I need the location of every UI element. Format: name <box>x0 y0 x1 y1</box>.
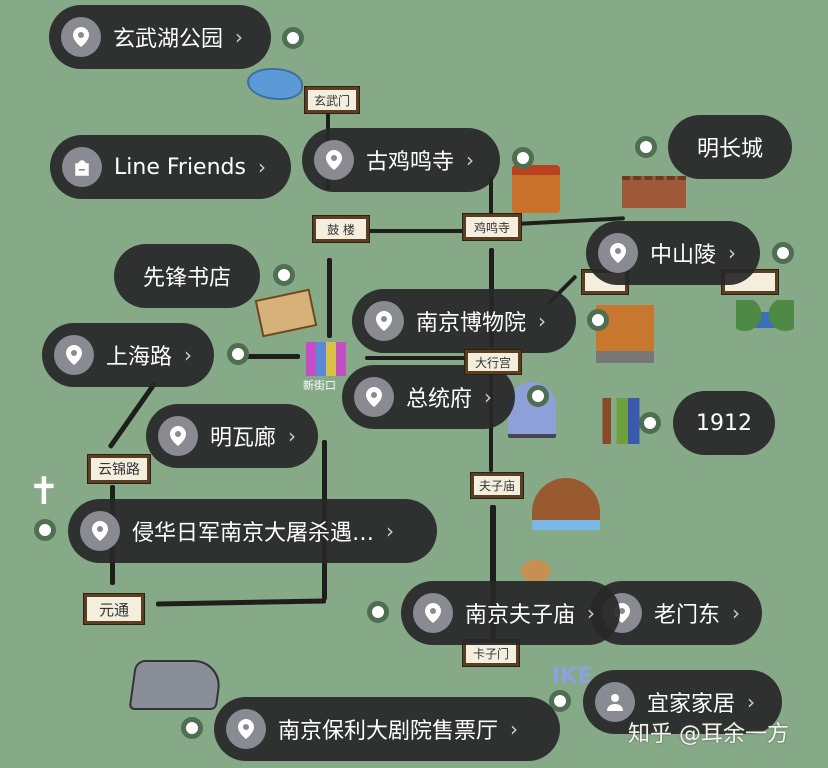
place-label: Line Friends <box>114 154 246 180</box>
place-mingwalang[interactable]: 明瓦廊 › <box>146 404 318 468</box>
road-label-gulou: 鼓 楼 <box>313 216 369 242</box>
pin-icon <box>413 593 453 633</box>
place-label: 南京夫子庙 <box>465 603 576 628</box>
road-label-daxinggong: 大行宫 <box>465 350 521 374</box>
chevron-right-icon: › <box>587 601 596 625</box>
location-dot[interactable] <box>34 519 56 541</box>
watermark: 知乎 @耳余一方 <box>628 722 789 747</box>
place-label: 古鸡鸣寺 <box>366 150 455 175</box>
road-label-jimingsi: 鸡鸣寺 <box>463 214 521 240</box>
place-label: 玄武湖公园 <box>113 27 224 52</box>
pin-icon <box>158 416 198 456</box>
chevron-right-icon: › <box>386 519 395 543</box>
pin-icon <box>364 301 404 341</box>
chevron-right-icon: › <box>288 424 297 448</box>
place-nanjing-museum[interactable]: 南京博物院 › <box>352 289 576 353</box>
buildings-illustration <box>306 342 346 376</box>
ikea-sign: IKE <box>552 664 593 689</box>
chevron-right-icon: › <box>510 717 519 741</box>
road <box>368 229 464 233</box>
place-label: 1912 <box>696 410 752 436</box>
pin-icon <box>598 233 638 273</box>
road <box>244 354 300 359</box>
chevron-right-icon: › <box>484 385 493 409</box>
road <box>155 598 327 607</box>
place-librairie-avant-garde[interactable]: 先锋书店 <box>114 244 260 308</box>
place-label: 明长城 <box>696 137 763 162</box>
road <box>490 505 496 640</box>
place-label: 明瓦廊 <box>210 426 277 451</box>
place-jiming-temple[interactable]: 古鸡鸣寺 › <box>302 128 500 192</box>
road-label-fuzimiao: 夫子庙 <box>471 473 523 498</box>
road-label-xuanwumen: 玄武门 <box>305 87 359 113</box>
bridge-illustration <box>532 478 600 530</box>
place-presidential-palace[interactable]: 总统府 › <box>342 365 515 429</box>
chevron-right-icon: › <box>728 241 737 265</box>
trees-gate-illustration <box>736 300 794 336</box>
chevron-right-icon: › <box>466 148 475 172</box>
pin-icon <box>226 709 266 749</box>
location-dot[interactable] <box>772 242 794 264</box>
location-dot[interactable] <box>181 717 203 739</box>
place-label: 老门东 <box>654 603 721 628</box>
location-dot[interactable] <box>282 27 304 49</box>
place-label: 先锋书店 <box>142 266 231 291</box>
place-label: 宜家家居 <box>647 692 736 717</box>
pin-icon <box>314 140 354 180</box>
temple-illustration <box>512 165 560 213</box>
food-illustration <box>521 560 551 582</box>
place-label: 南京博物院 <box>416 311 527 336</box>
place-ikea[interactable]: 宜家家居 › <box>583 670 782 734</box>
road-label-yunjinlu: 云锦路 <box>88 455 150 483</box>
place-confucius-temple[interactable]: 南京夫子庙 › <box>401 581 620 645</box>
place-label: 上海路 <box>106 345 173 370</box>
chevron-right-icon: › <box>538 309 547 333</box>
road <box>489 175 493 215</box>
chevron-right-icon: › <box>184 343 193 367</box>
place-label: 侵华日军南京大屠杀遇… <box>132 521 375 546</box>
place-label: 中山陵 <box>650 243 717 268</box>
place-line-friends[interactable]: Line Friends › <box>50 135 291 199</box>
place-poly-theater[interactable]: 南京保利大剧院售票厅 › <box>214 697 560 761</box>
location-dot[interactable] <box>273 264 295 286</box>
place-label: 南京保利大剧院售票厅 <box>278 719 499 744</box>
location-dot[interactable] <box>527 385 549 407</box>
road-label-yuantong: 元通 <box>84 594 144 624</box>
bottle-illustration <box>598 398 644 444</box>
place-massacre-memorial[interactable]: 侵华日军南京大屠杀遇… › <box>68 499 437 563</box>
place-shanghai-road[interactable]: 上海路 › <box>42 323 214 387</box>
location-dot[interactable] <box>512 147 534 169</box>
location-dot[interactable] <box>549 690 571 712</box>
road <box>365 356 465 360</box>
pin-icon <box>61 17 101 57</box>
place-1912[interactable]: 1912 <box>673 391 775 455</box>
place-ming-great-wall[interactable]: 明长城 <box>668 115 792 179</box>
shopping-bag-icon <box>62 147 102 187</box>
road-label-xinjiekou: 新街口 <box>303 379 336 392</box>
great-wall-illustration <box>622 176 686 208</box>
palace-illustration <box>596 305 654 363</box>
book-illustration <box>254 288 318 338</box>
location-dot[interactable] <box>635 136 657 158</box>
location-dot[interactable] <box>639 412 661 434</box>
location-dot[interactable] <box>587 309 609 331</box>
lake-illustration <box>247 68 303 100</box>
place-label: 总统府 <box>406 387 473 412</box>
location-dot[interactable] <box>227 343 249 365</box>
road <box>327 258 332 338</box>
pin-icon <box>354 377 394 417</box>
chevron-right-icon: › <box>235 25 244 49</box>
pin-icon <box>54 335 94 375</box>
person-icon <box>595 682 635 722</box>
cross-icon: ✝ <box>28 469 60 513</box>
chevron-right-icon: › <box>732 601 741 625</box>
place-sun-yat-sen-mausoleum[interactable]: 中山陵 › <box>586 221 760 285</box>
chevron-right-icon: › <box>747 690 756 714</box>
theater-illustration <box>128 660 224 710</box>
pin-icon <box>80 511 120 551</box>
chevron-right-icon: › <box>257 155 266 179</box>
place-xuanwu-lake[interactable]: 玄武湖公园 › <box>49 5 271 69</box>
location-dot[interactable] <box>367 601 389 623</box>
